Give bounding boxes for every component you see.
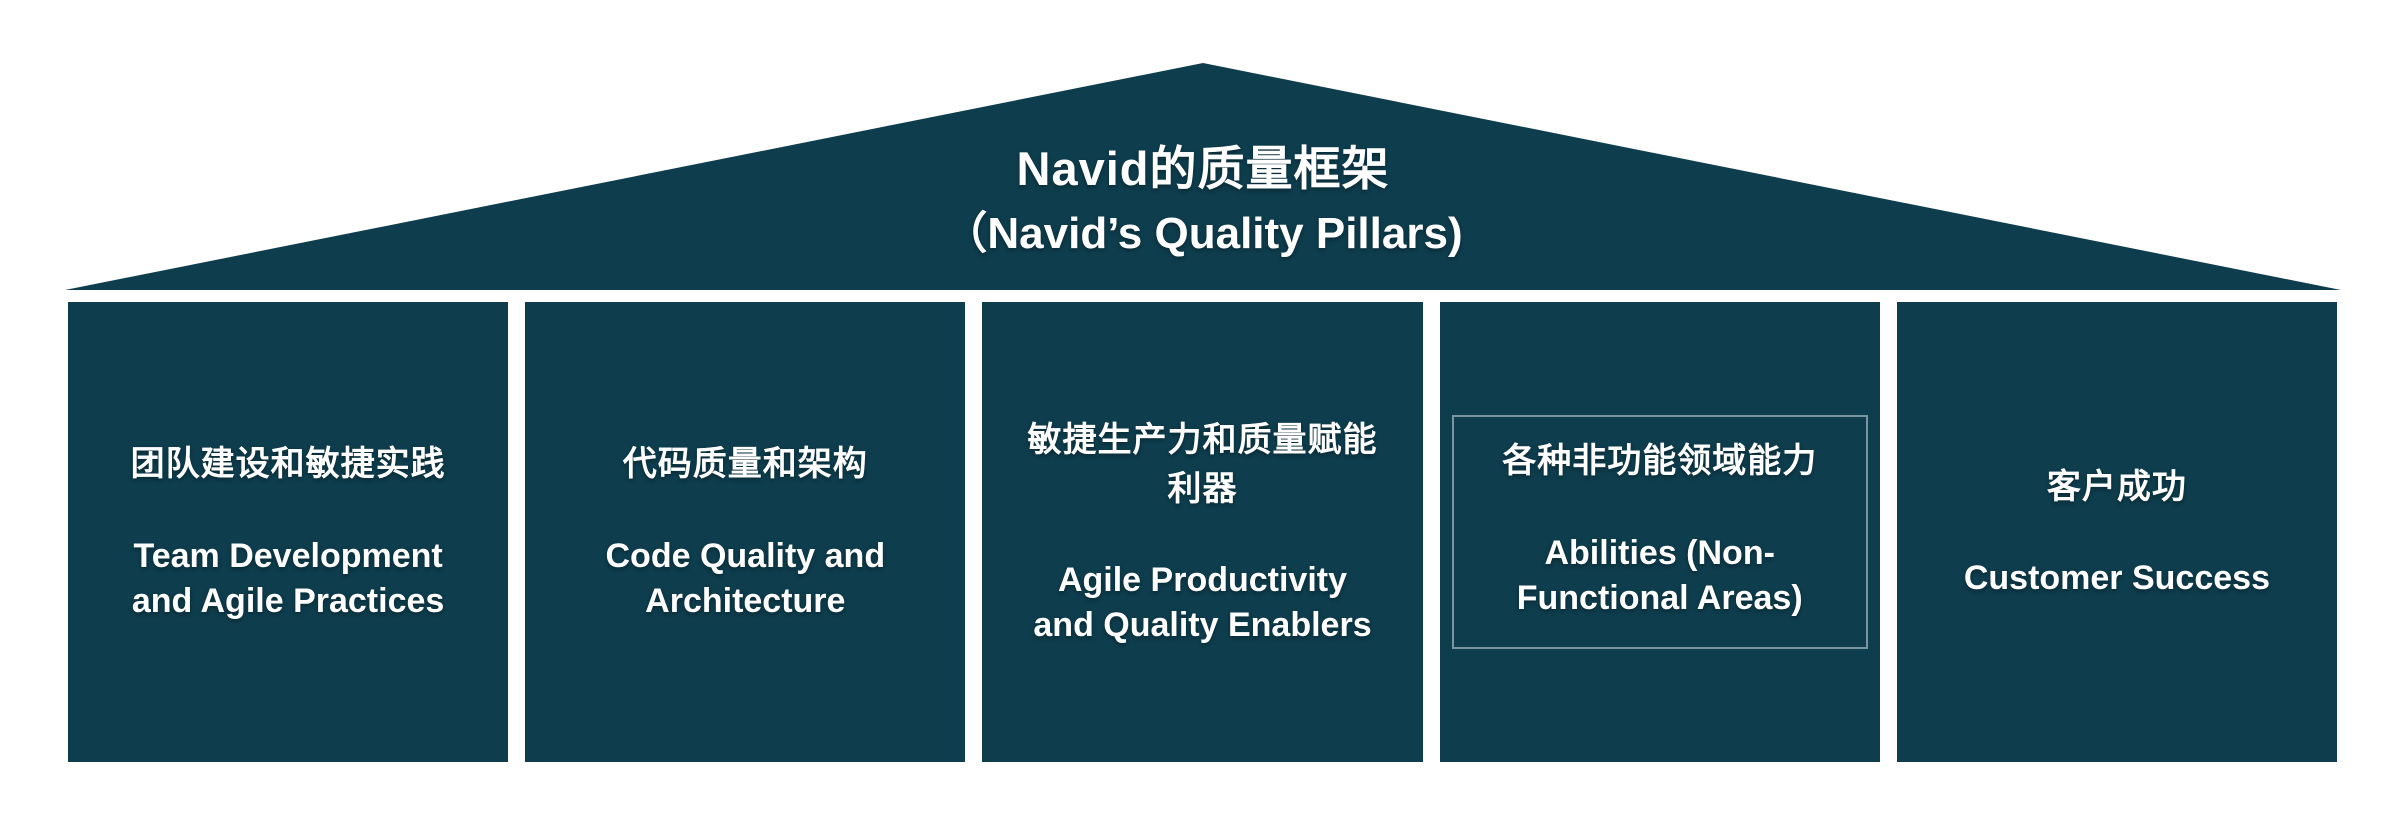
pillars-row: 团队建设和敏捷实践 Team Development and Agile Pra… bbox=[68, 302, 2338, 762]
pillar-team-development: 团队建设和敏捷实践 Team Development and Agile Pra… bbox=[68, 302, 509, 762]
page-title-zh: Navid的质量框架 bbox=[1016, 142, 1390, 196]
pillar-customer-success: 客户成功 Customer Success bbox=[1896, 302, 2338, 762]
pillar-code-quality: 代码质量和架构 Code Quality and Architecture bbox=[525, 302, 966, 762]
pillar-label-en: Customer Success bbox=[1963, 559, 2270, 598]
pillar-label-zh: 客户成功 bbox=[2046, 467, 2187, 506]
page-title-en: （Navid’s Quality Pillars) bbox=[943, 209, 1463, 259]
pillar-agile-productivity: 敏捷生产力和质量赋能 利器 Agile Productivity and Qua… bbox=[982, 302, 1423, 762]
pillar-label-en: Code Quality and Architecture bbox=[605, 536, 886, 620]
pillar-label-en: Abilities (Non- Functional Areas) bbox=[1516, 533, 1803, 617]
pillar-label-zh: 代码质量和架构 bbox=[622, 445, 868, 484]
pillar-label-zh: 各种非功能领域能力 bbox=[1502, 442, 1818, 481]
nfa-outline-box: 各种非功能领域能力 Abilities (Non- Functional Are… bbox=[1451, 415, 1868, 649]
pillar-non-functional-abilities: 各种非功能领域能力 Abilities (Non- Functional Are… bbox=[1439, 302, 1880, 762]
pillar-label-zh: 团队建设和敏捷实践 bbox=[130, 445, 446, 484]
roof-shape: Navid的质量框架 （Navid’s Quality Pillars) bbox=[65, 63, 2341, 290]
pillar-label-en: Agile Productivity and Quality Enablers bbox=[1033, 561, 1372, 645]
pillar-label-zh: 敏捷生产力和质量赋能 利器 bbox=[1027, 420, 1378, 509]
pillar-label-en: Team Development and Agile Practices bbox=[131, 536, 445, 620]
